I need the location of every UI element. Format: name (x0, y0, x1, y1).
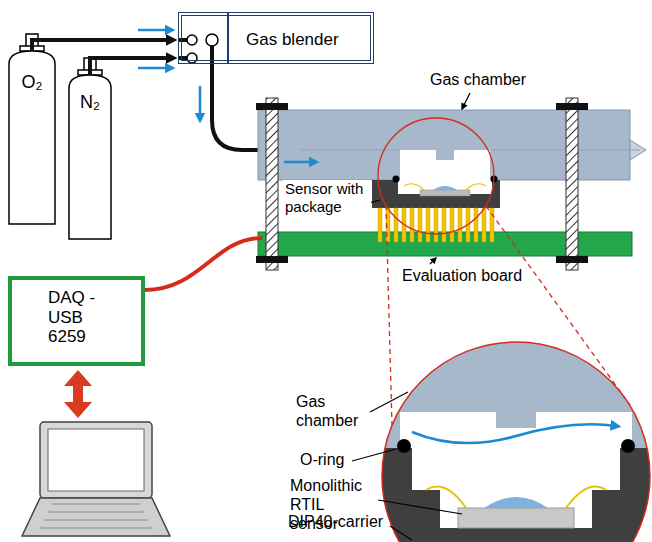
laptop (44, 520, 148, 521)
dip-pin (418, 208, 422, 242)
part-label: O-ring (300, 450, 344, 469)
zoom-detail (484, 497, 548, 508)
laptop (22, 498, 170, 536)
bolt (566, 98, 578, 270)
bolt (256, 98, 588, 270)
dip-pin (434, 208, 438, 242)
leader-line (462, 93, 470, 109)
dip-pin (410, 208, 414, 242)
gas-cylinder: N₂ (68, 74, 112, 240)
sensor-package (372, 180, 500, 208)
sensor-package (420, 190, 470, 196)
zoom-detail (458, 508, 574, 528)
bolt (256, 256, 288, 263)
dip-pin (394, 208, 398, 242)
blender-port (178, 13, 228, 63)
sensor-package (466, 184, 486, 190)
zoom-detail (397, 439, 411, 453)
sensor-package (393, 176, 400, 183)
blender-port (206, 34, 218, 46)
dip-pin (482, 208, 486, 242)
part-label: Gas chamber (430, 70, 526, 89)
node-label: N₂ (80, 92, 100, 113)
bolt (266, 98, 278, 270)
zoom-detail (440, 490, 592, 528)
part-label: Sensor with package (283, 180, 371, 216)
node-label: DAQ -USB 6259 (48, 288, 100, 347)
zoom-detail (370, 448, 652, 542)
part-label: DIP40-carrier (288, 512, 383, 531)
node-label: O₂ (22, 72, 43, 93)
cylinder-body (69, 75, 111, 239)
daq-box: DAQ -USB 6259 (8, 276, 145, 366)
laptop (40, 504, 152, 528)
leader-line (370, 392, 408, 412)
usb-cable (145, 238, 262, 290)
dip-pin (426, 208, 430, 242)
laptop (22, 422, 170, 536)
gas-hose (90, 58, 168, 74)
dip-pin (378, 208, 494, 242)
zoom-detail (370, 330, 652, 542)
dip-pin (474, 208, 478, 242)
cylinder-body (9, 51, 55, 224)
laptop (48, 512, 144, 513)
zoom-detail (496, 412, 536, 428)
gas-chamber (400, 150, 490, 180)
bolt (556, 103, 588, 110)
leader-line (352, 93, 470, 540)
laptop (40, 422, 152, 498)
zoom-detail (412, 448, 620, 490)
zoom-circle (382, 342, 650, 542)
zoom-detail (400, 412, 632, 448)
leader-line (352, 449, 396, 461)
bolt (556, 256, 588, 263)
gas-hose (32, 40, 168, 50)
zoom-detail (566, 487, 606, 508)
sensor-package (372, 176, 500, 209)
gas-blender-box: Gas blender (178, 12, 374, 64)
data-arrow (64, 370, 92, 418)
gas-chamber (436, 150, 454, 160)
bolt (256, 103, 288, 110)
leader-line (378, 500, 462, 514)
zoom-detail (426, 487, 466, 508)
dip-pin (458, 208, 462, 242)
zoom-detail (412, 424, 616, 443)
dip-pin (378, 208, 382, 242)
laptop (52, 504, 140, 505)
gas-chamber (490, 150, 640, 151)
zoom-detail (621, 439, 635, 453)
zoom-detail (370, 330, 652, 448)
flow-arrow (138, 30, 314, 162)
sensor-package (404, 184, 424, 190)
dip-pin (450, 208, 454, 242)
blender-port (187, 35, 197, 45)
dip-pin (442, 208, 446, 242)
part-label: Gas chamber (296, 392, 368, 430)
leader-line (390, 526, 412, 540)
leader-line (430, 258, 436, 264)
dip-pin (490, 208, 494, 242)
zoom-indicator (386, 205, 392, 425)
flow-arrow (284, 161, 314, 164)
node-label: Gas blender (246, 30, 339, 50)
blender-port (227, 13, 229, 63)
sensor-package (433, 186, 457, 190)
zoom-indicator (378, 118, 494, 234)
flow-arrow (199, 86, 202, 118)
flow-arrow (138, 67, 170, 70)
laptop (40, 528, 152, 529)
flow-arrow (138, 29, 170, 32)
laptop (48, 429, 144, 491)
part-label: Evaluation board (400, 266, 524, 285)
gas-cylinder: O₂ (8, 50, 56, 225)
